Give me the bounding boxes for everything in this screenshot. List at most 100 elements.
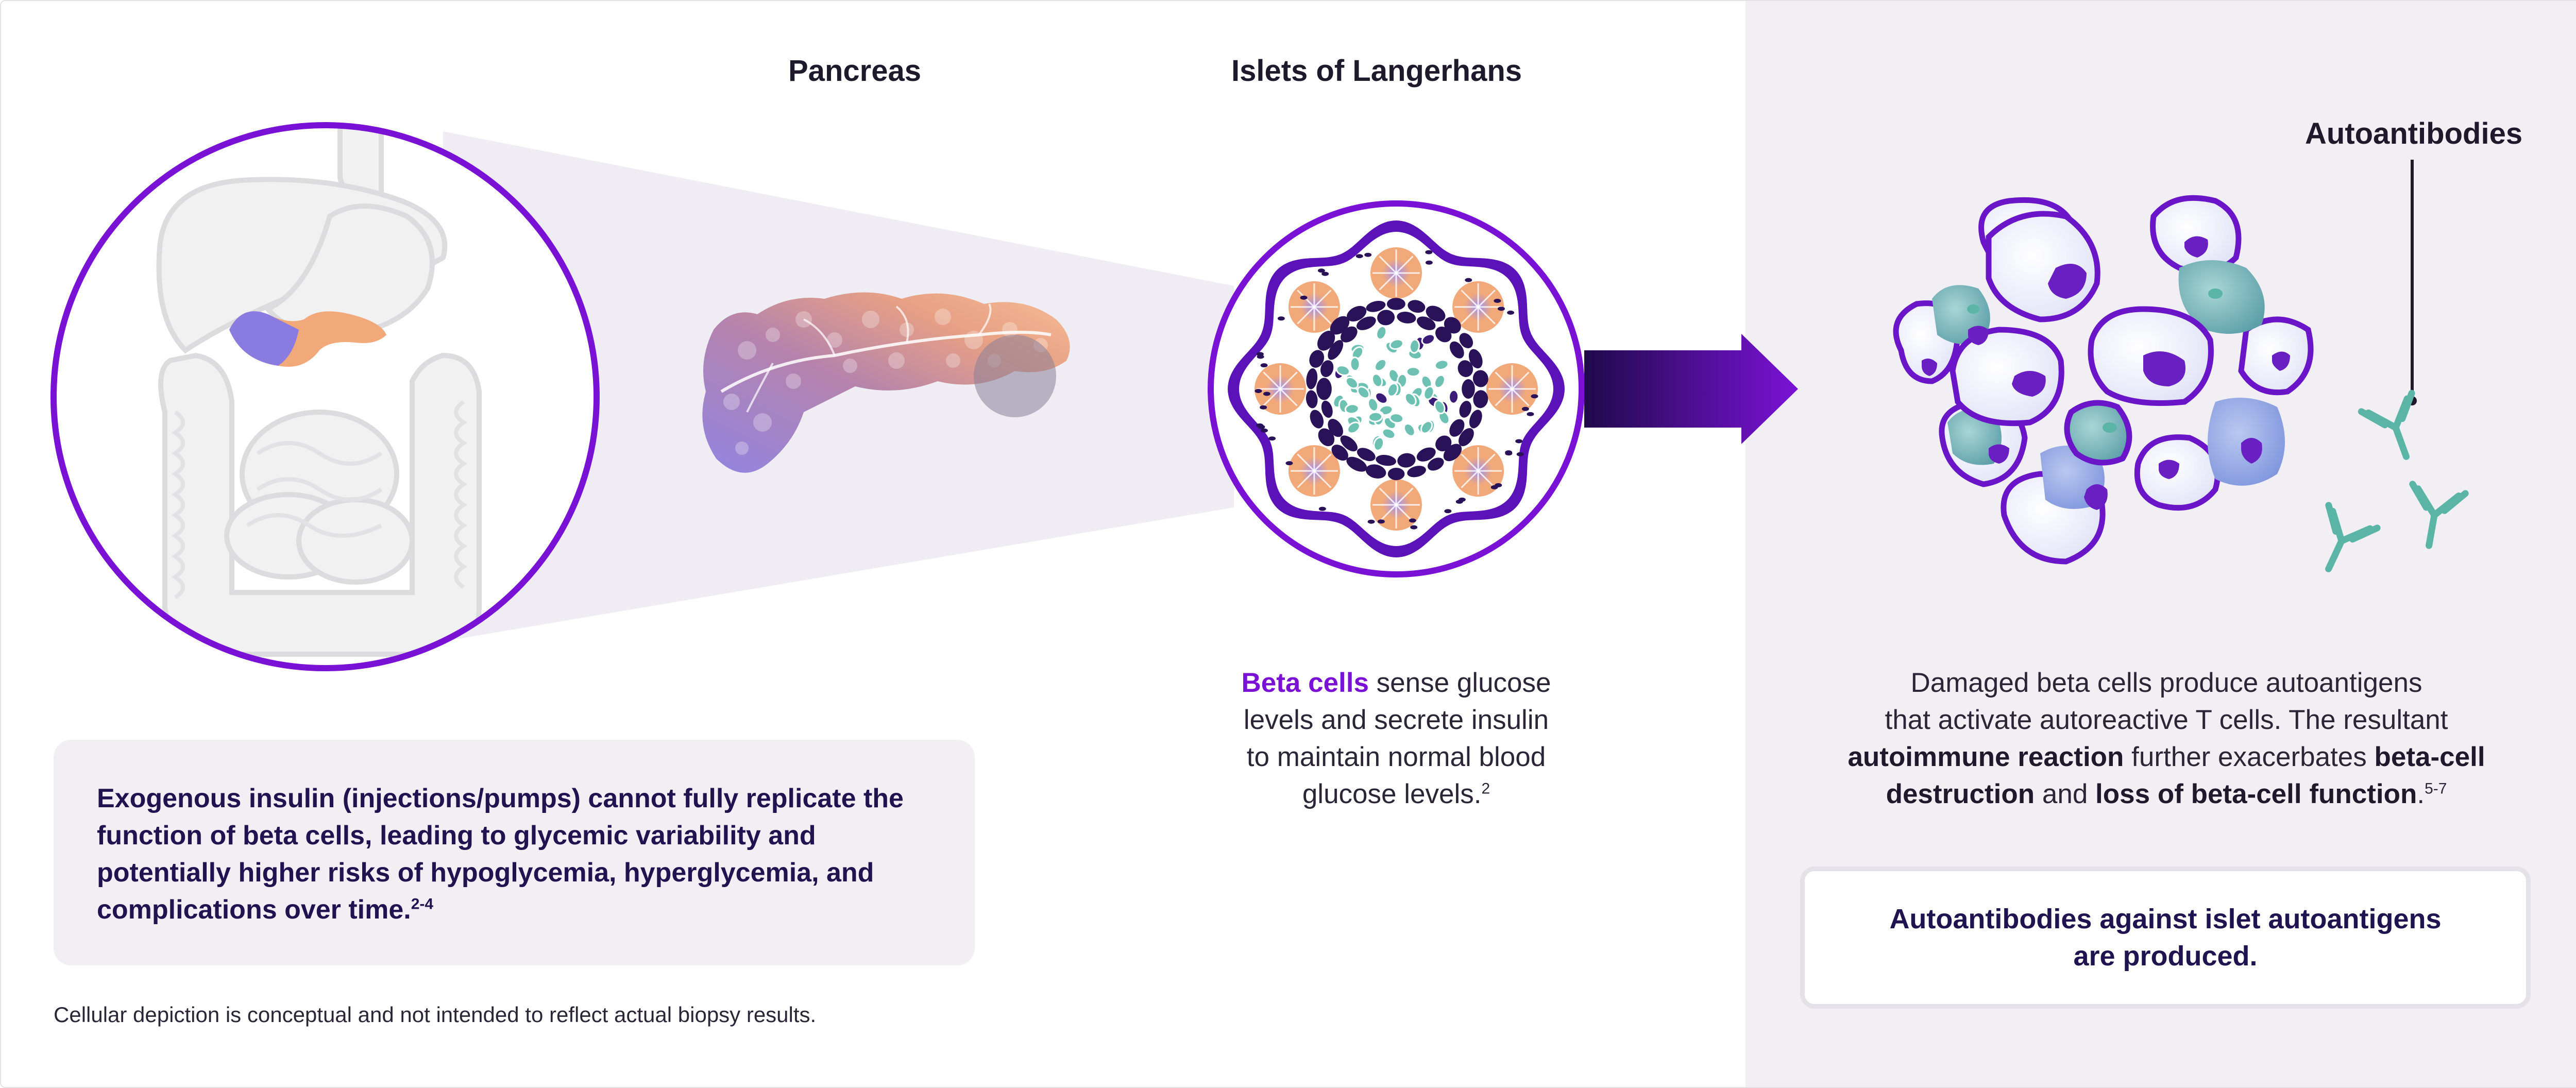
alpha-cell: [1397, 312, 1416, 324]
beta-cell: [1373, 436, 1385, 452]
acinus-spoke: [1379, 272, 1397, 291]
alpha-cell: [1416, 447, 1436, 462]
tissue-dot: [1317, 268, 1325, 273]
acinus-spoke: [1263, 388, 1281, 406]
alpha-cell: [1306, 368, 1318, 389]
tissue-dot: [1364, 252, 1372, 257]
tissue-dot: [1410, 525, 1418, 530]
beta-cell: [1381, 428, 1396, 440]
alpha-cell: [1321, 400, 1333, 418]
tissue-dot: [1268, 436, 1276, 441]
beta-cell: [1409, 338, 1420, 354]
alpha-cell: [1459, 333, 1473, 348]
acinus-spoke: [1379, 487, 1397, 506]
tissue-dot: [1255, 388, 1262, 393]
acinus-spoke: [1313, 470, 1332, 488]
tissue-dot: [1444, 509, 1452, 514]
tissue-dot: [1256, 352, 1264, 356]
tissue-dot: [1277, 316, 1285, 321]
alpha-cell: [1309, 350, 1325, 368]
acinus-spoke: [1263, 371, 1281, 390]
tissue-dot: [1260, 405, 1267, 410]
tissue-dot: [1507, 310, 1515, 315]
acinus-spoke: [1279, 371, 1298, 390]
tissue-dot: [1527, 412, 1534, 416]
alpha-cell: [1449, 419, 1465, 437]
tissue-dot: [1300, 295, 1308, 300]
tissue-dot: [1260, 428, 1268, 433]
acinus-spoke: [1461, 453, 1479, 472]
tissue-dot: [1256, 423, 1264, 428]
beta-cell: [1420, 420, 1433, 434]
tissue-dot: [1425, 250, 1433, 254]
beta-cell: [1389, 338, 1404, 350]
alpha-cell: [1469, 410, 1482, 429]
acinus-spoke: [1478, 453, 1496, 472]
disclaimer-text: Cellular depiction is conceptual and not…: [54, 1002, 817, 1027]
beta-cell: [1357, 386, 1370, 399]
beta-line3: to maintain normal blood: [1246, 742, 1546, 772]
insulin-note-ref: 2-4: [411, 895, 434, 913]
tissue-dot: [1377, 519, 1385, 524]
damage-mid1: further exacerbates: [2124, 742, 2375, 772]
beta-cell: [1368, 411, 1383, 422]
beta-cell: [1335, 365, 1351, 377]
damage-line2: that activate autoreactive T cells. The …: [1885, 705, 2448, 735]
alpha-cell: [1357, 448, 1376, 462]
tissue-dot: [1531, 394, 1538, 399]
alpha-cell: [1316, 378, 1332, 400]
alpha-cell: [1443, 444, 1462, 462]
islets-label: Islets of Langerhans: [1231, 54, 1522, 88]
alpha-cell: [1330, 316, 1350, 335]
beta-cells-highlight: Beta cells: [1241, 668, 1369, 698]
alpha-cell: [1468, 349, 1483, 369]
acinus-spoke: [1495, 371, 1513, 390]
acinus-spoke: [1511, 371, 1530, 390]
beta-cell: [1371, 373, 1383, 388]
beta-line1: sense glucose: [1368, 668, 1551, 698]
acinus-spoke: [1461, 470, 1479, 488]
tissue-dot: [1458, 497, 1466, 502]
alpha-cell: [1347, 305, 1367, 322]
tissue-dot: [1409, 518, 1416, 523]
tissue-dot: [1355, 254, 1363, 259]
alpha-cell: [1472, 370, 1488, 387]
beta-cell: [1448, 389, 1460, 404]
alpha-cell: [1473, 390, 1488, 409]
beta-cell: [1349, 356, 1361, 372]
tissue-dot: [1515, 439, 1523, 444]
alpha-cell: [1426, 305, 1446, 322]
acinus-spoke: [1395, 487, 1414, 506]
alpha-cell: [1310, 410, 1324, 429]
autoantibodies-label: Autoantibodies: [2305, 117, 2523, 150]
tissue-dot: [1425, 260, 1433, 265]
tissue-dot: [1321, 271, 1329, 276]
beta-cell: [1374, 358, 1387, 372]
tissue-dot: [1367, 519, 1375, 524]
alpha-cell: [1318, 428, 1335, 447]
alpha-cell: [1376, 454, 1396, 466]
beta-cell: [1376, 325, 1387, 341]
antibody-icon: [2325, 389, 2469, 572]
tissue-dot: [1505, 451, 1513, 456]
beta-cell: [1387, 382, 1399, 397]
beta-cell: [1405, 366, 1421, 378]
body-organs-icon: [50, 122, 600, 671]
acinus-spoke: [1313, 290, 1332, 308]
alpha-cell: [1408, 300, 1426, 313]
tissue-dot: [1263, 392, 1270, 396]
acinus-spoke: [1395, 256, 1414, 274]
acinus-spoke: [1279, 388, 1298, 406]
damage-line1: Damaged beta cells produce autoantigens: [1910, 668, 2422, 698]
damage-bold-loss: loss of beta-cell function: [2095, 779, 2417, 809]
beta-cell: [1421, 333, 1436, 346]
beta-cells-description: Beta cells sense glucose levels and secr…: [1185, 665, 1607, 813]
alpha-cell: [1331, 445, 1348, 461]
beta-cell: [1434, 400, 1446, 415]
alpha-cell: [1459, 428, 1474, 447]
alpha-cell: [1458, 360, 1473, 377]
beta-cell: [1375, 392, 1388, 404]
acinus-spoke: [1395, 504, 1414, 522]
